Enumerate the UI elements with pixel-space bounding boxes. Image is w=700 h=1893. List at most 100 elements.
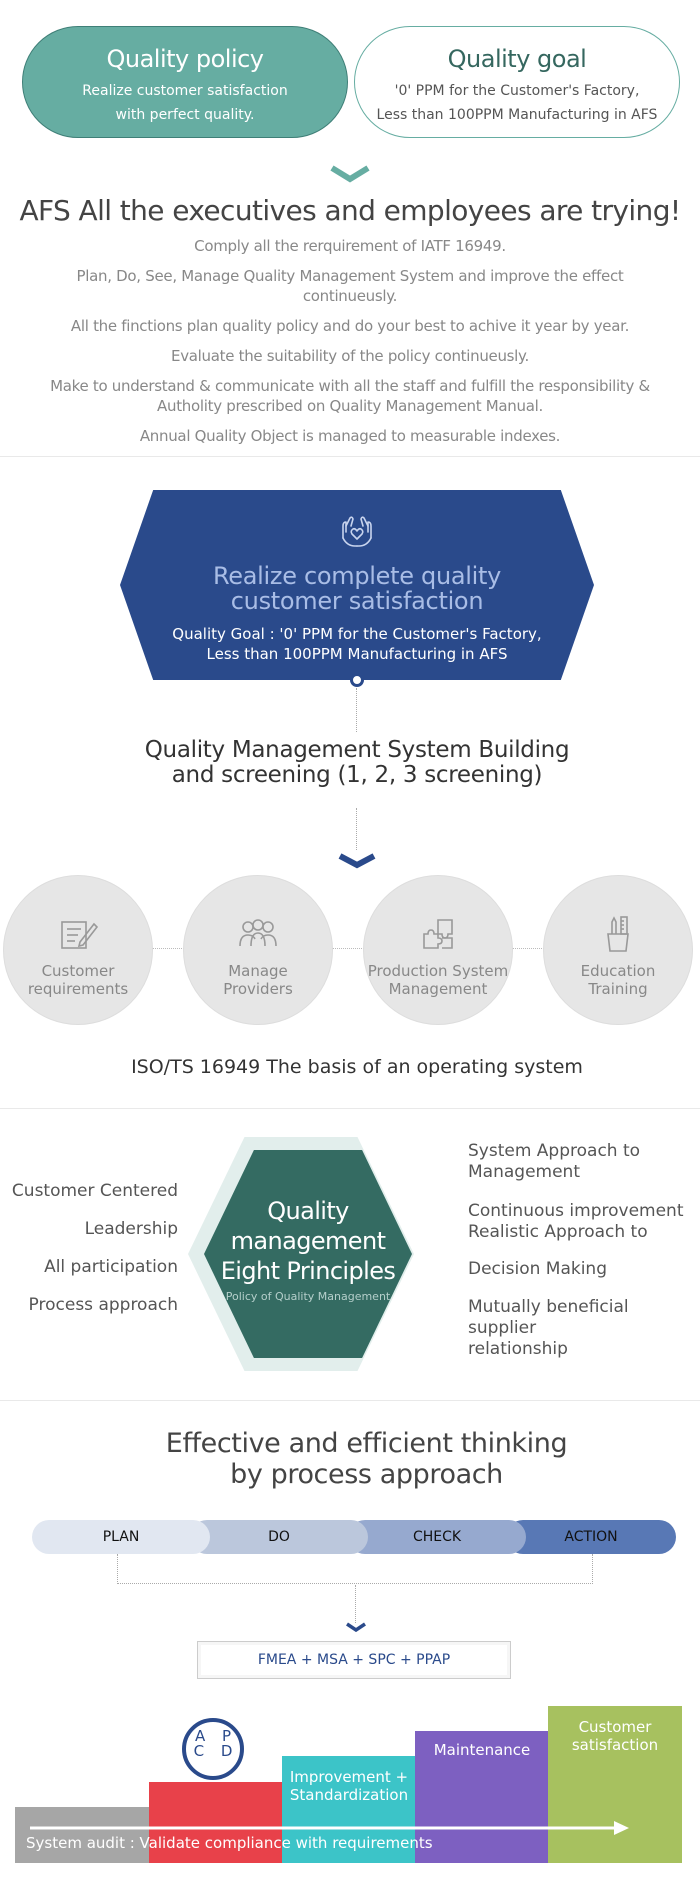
intro-item: Evaluate the suitability of the policy c… [171, 347, 529, 365]
principle-line: Decision Making [468, 1259, 607, 1279]
step-system-audit [15, 1807, 150, 1863]
quality-policy-title: Quality policy [106, 45, 264, 73]
principles-hexagon: Quality management Eight Principles Poli… [204, 1150, 412, 1358]
quality-policy-line1: Realize customer satisfaction [82, 83, 288, 99]
principle-line: System Approach to [468, 1141, 641, 1161]
pdca-bracket [117, 1554, 593, 1584]
principle-process-approach: Process approach [28, 1295, 178, 1315]
step-maintenance: Maintenance [415, 1731, 549, 1863]
intro-item: Plan, Do, See, Manage Quality Management… [76, 267, 624, 305]
arrow-right-icon [30, 1821, 629, 1835]
intro-item: All the finctions plan quality policy an… [70, 317, 630, 335]
connector-line [512, 948, 544, 949]
connector-node [350, 673, 364, 687]
intro-item: Comply all the rerquirement of IATF 1694… [194, 237, 506, 255]
hands-heart-icon [342, 516, 372, 547]
pdca-plan: PLAN [32, 1520, 210, 1554]
step-label: Maintenance [433, 1741, 531, 1759]
iso-caption: ISO/TS 16949 The basis of an operating s… [131, 1056, 583, 1078]
principle-line: Mutually beneficial supplier [468, 1297, 629, 1338]
qms-circle-manage-providers: Manage Providers [183, 875, 333, 1025]
quality-policy-pill: Quality policy Realize customer satisfac… [22, 26, 348, 138]
circle-label-line1: Education [580, 962, 656, 980]
circle-label-line2: Providers [223, 980, 293, 998]
qms-title-line1: Quality Management System Building [144, 737, 570, 763]
principle-customer-centered: Customer Centered [11, 1181, 178, 1201]
connector-line [152, 948, 184, 949]
principle-continuous-improvement: Continuous improvement Realistic Approac… [468, 1201, 684, 1243]
principle-line: relationship [468, 1339, 568, 1359]
step-customer-satisfaction: Customer satisfaction [548, 1706, 682, 1863]
principles-center-line3: Eight Principles [220, 1257, 396, 1285]
process-title-line1: Effective and efficient thinking [165, 1428, 568, 1459]
principle-line: Realistic Approach to [468, 1222, 648, 1242]
principle-decision-making: Decision Making [468, 1259, 607, 1280]
tools-label: FMEA + MSA + SPC + PPAP [201, 1645, 507, 1675]
principle-mutually-beneficial: Mutually beneficial supplier relationshi… [468, 1297, 700, 1360]
section-divider [0, 1400, 700, 1401]
pdca-do: DO [190, 1520, 368, 1554]
apcd-cycle-badge: A P C D [182, 1718, 244, 1780]
apcd-bottom: C D [193, 1742, 239, 1760]
step-label-line1: Improvement + [289, 1768, 409, 1786]
qms-circle-customer-requirements: Customer requirements [3, 875, 153, 1025]
section-divider [0, 1108, 700, 1109]
quality-goal-title: Quality goal [447, 45, 587, 73]
intro-item: Make to understand & communicate with al… [50, 377, 650, 415]
circle-label-line2: Training [588, 980, 648, 998]
circle-label-line1: Production System [367, 962, 509, 980]
principle-system-approach: System Approach to Management [468, 1141, 640, 1183]
pencil-cup-icon [607, 916, 629, 952]
principles-center-line2: management [230, 1227, 386, 1255]
quality-goal-line2: Less than 100PPM Manufacturing in AFS [376, 107, 658, 123]
circle-label-line1: Manage [228, 962, 288, 980]
system-audit-label: System audit : Validate compliance with … [26, 1834, 433, 1852]
process-title: Effective and efficient thinking by proc… [0, 1428, 700, 1490]
principles-center-line1: Quality [267, 1197, 349, 1225]
quality-goal-pill: Quality goal '0' PPM for the Customer's … [354, 26, 680, 138]
tools-box: FMEA + MSA + SPC + PPAP [197, 1641, 511, 1679]
people-group-icon [239, 919, 277, 947]
vision-title-line1: Realize complete quality [212, 562, 502, 590]
quality-goal-line1: '0' PPM for the Customer's Factory, [394, 83, 640, 99]
circle-label-line1: Customer [41, 962, 115, 980]
vision-title-line2: customer satisfaction [230, 587, 484, 615]
step-label-line2: Standardization [289, 1786, 409, 1804]
puzzle-icon [423, 919, 453, 949]
vision-sub-line2: Less than 100PPM Manufacturing in AFS [206, 645, 508, 663]
step-pdca [149, 1782, 283, 1863]
connector-line [332, 948, 364, 949]
principle-line: Management [468, 1162, 580, 1182]
vision-sub-line1: Quality Goal : '0' PPM for the Customer'… [172, 625, 542, 643]
vision-hexagon: Realize complete quality customer satisf… [120, 490, 594, 680]
quality-policy-line2: with perfect quality. [115, 107, 255, 123]
principle-line: Continuous improvement [468, 1201, 684, 1221]
step-label-line1: Customer [578, 1718, 652, 1736]
step-label-line2: satisfaction [571, 1736, 659, 1754]
circle-label-line2: Management [388, 980, 488, 998]
circle-label-line2: requirements [27, 980, 129, 998]
intro-list: Comply all the rerquirement of IATF 1694… [40, 236, 660, 456]
process-title-line2: by process approach [230, 1459, 503, 1490]
connector-line [355, 1585, 356, 1623]
chevron-down-icon [338, 853, 376, 869]
chevron-down-icon [330, 165, 370, 183]
pdca-action: ACTION [506, 1520, 676, 1554]
connector-line [356, 808, 357, 850]
qms-title: Quality Management System Building and s… [0, 738, 700, 788]
pdca-check: CHECK [348, 1520, 526, 1554]
intro-item: Annual Quality Object is managed to meas… [139, 427, 561, 445]
principle-leadership: Leadership [84, 1219, 178, 1239]
chevron-down-icon [346, 1622, 366, 1632]
principles-center-sub: Policy of Quality Management [225, 1290, 391, 1303]
apcd-top: A P [194, 1727, 238, 1745]
step-improvement: Improvement + Standardization [282, 1756, 416, 1863]
qms-circle-education-training: Education Training [543, 875, 693, 1025]
qms-circle-production-system: Production System Management [363, 875, 513, 1025]
intro-headline: AFS All the executives and employees are… [19, 194, 681, 227]
principle-all-participation: All participation [44, 1257, 178, 1277]
qms-title-line2: and screening (1, 2, 3 screening) [171, 762, 543, 788]
section-divider [0, 456, 700, 457]
document-pencil-icon [61, 921, 98, 949]
